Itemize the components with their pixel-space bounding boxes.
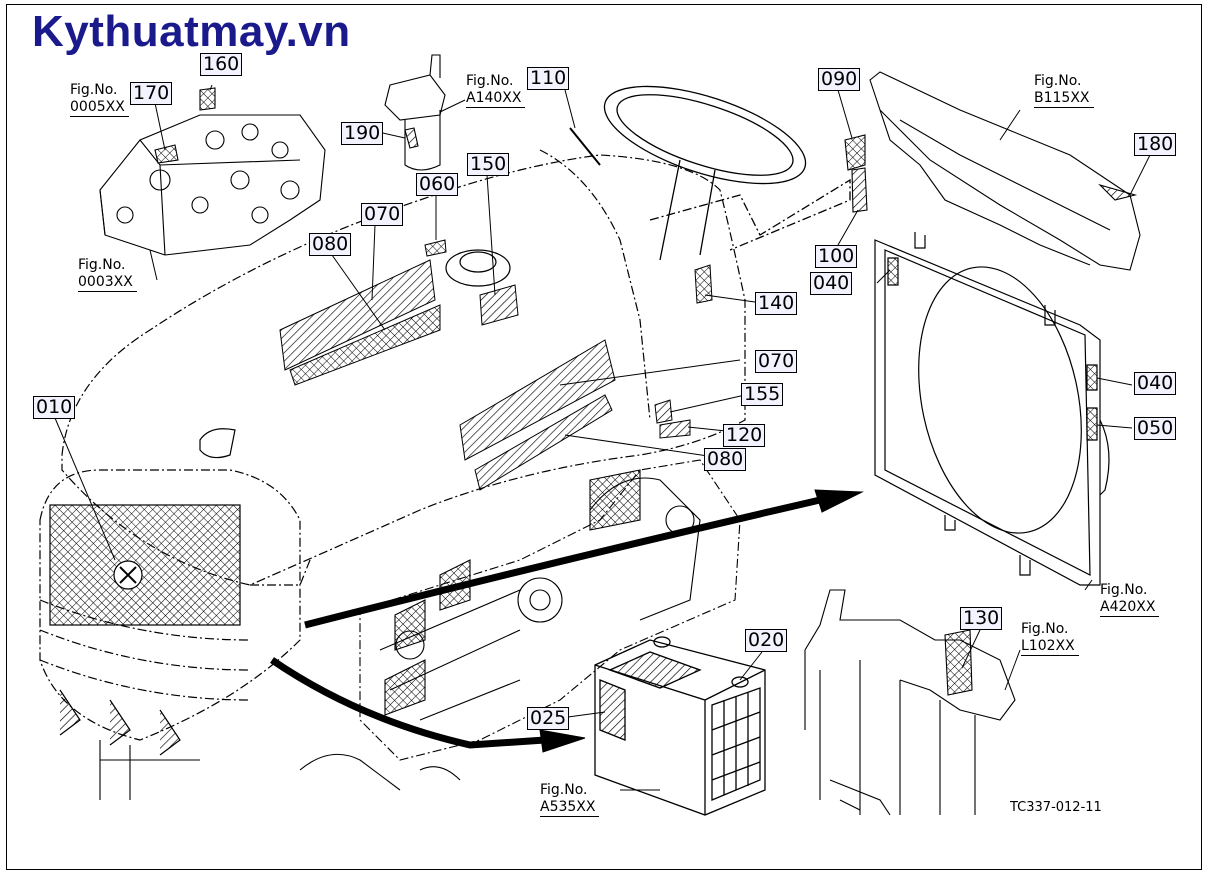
fuel-cap [199,249,511,459]
diagram-border [6,4,1202,870]
fuel-filter [384,54,446,171]
callout-140: 140 [755,292,798,315]
fig-ref-label: Fig.No. [70,82,118,98]
callout-155: 155 [741,383,784,406]
engine-chassis [99,459,741,800]
decal-090-100 [844,134,868,213]
fig-ref-number: 0005XX [70,99,129,117]
callout-070-lower: 070 [755,350,798,373]
callout-160: 160 [200,53,243,76]
hood-decals [279,239,713,491]
callout-080-upper: 080 [309,233,352,256]
radiator-bracket [804,589,1016,816]
callout-025: 025 [527,707,570,730]
callout-100: 100 [815,245,858,268]
steering-wheel [569,85,851,261]
callout-010: 010 [33,396,76,419]
drawing-code: TC337-012-11 [1010,800,1102,815]
pointer-arrows [270,489,864,753]
callout-040-lower: 040 [1134,372,1177,395]
callout-070-upper: 070 [361,203,404,226]
callout-060: 060 [416,173,459,196]
callout-120: 120 [723,424,766,447]
fig-ref-label: Fig.No. [466,73,514,89]
fig-ref-number: A140XX [466,90,526,108]
cylinder-head [99,87,326,256]
callout-180: 180 [1134,133,1177,156]
callout-190: 190 [341,122,384,145]
callout-130: 130 [960,607,1003,630]
fig-ref-number: B115XX [1034,90,1094,108]
fig-ref-a535xx: Fig.No. A535XX [540,782,600,817]
fig-ref-a140xx: Fig.No. A140XX [466,73,526,108]
fig-ref-l102xx: Fig.No. L102XX [1021,621,1079,656]
callout-020: 020 [745,629,788,652]
fig-ref-label: Fig.No. [1100,582,1148,598]
callout-170: 170 [130,82,173,105]
dash-panel [869,71,1141,271]
callout-040-upper: 040 [810,272,853,295]
fig-ref-0003xx: Fig.No. 0003XX [78,257,137,292]
battery [594,636,766,816]
fig-ref-label: Fig.No. [78,257,126,273]
fig-ref-number: A535XX [540,799,600,817]
fig-ref-number: L102XX [1021,638,1079,656]
callout-150: 150 [467,153,510,176]
radiator-shroud [874,232,1110,586]
callout-090: 090 [818,68,861,91]
front-grille [39,469,301,756]
fig-ref-a420xx: Fig.No. A420XX [1100,582,1160,617]
fig-ref-label: Fig.No. [540,782,588,798]
fig-ref-0005xx: Fig.No. 0005XX [70,82,129,117]
callout-050: 050 [1134,417,1177,440]
fig-ref-number: A420XX [1100,599,1160,617]
callout-110: 110 [527,67,570,90]
hood [61,149,746,586]
leader-lines [54,84,1151,791]
fig-ref-b115xx: Fig.No. B115XX [1034,73,1094,108]
callout-080-lower: 080 [704,448,747,471]
site-brand-watermark: Kythuatmay.vn [32,7,351,56]
fig-ref-number: 0003XX [78,274,137,292]
fig-ref-label: Fig.No. [1021,621,1069,637]
fig-ref-label: Fig.No. [1034,73,1082,89]
